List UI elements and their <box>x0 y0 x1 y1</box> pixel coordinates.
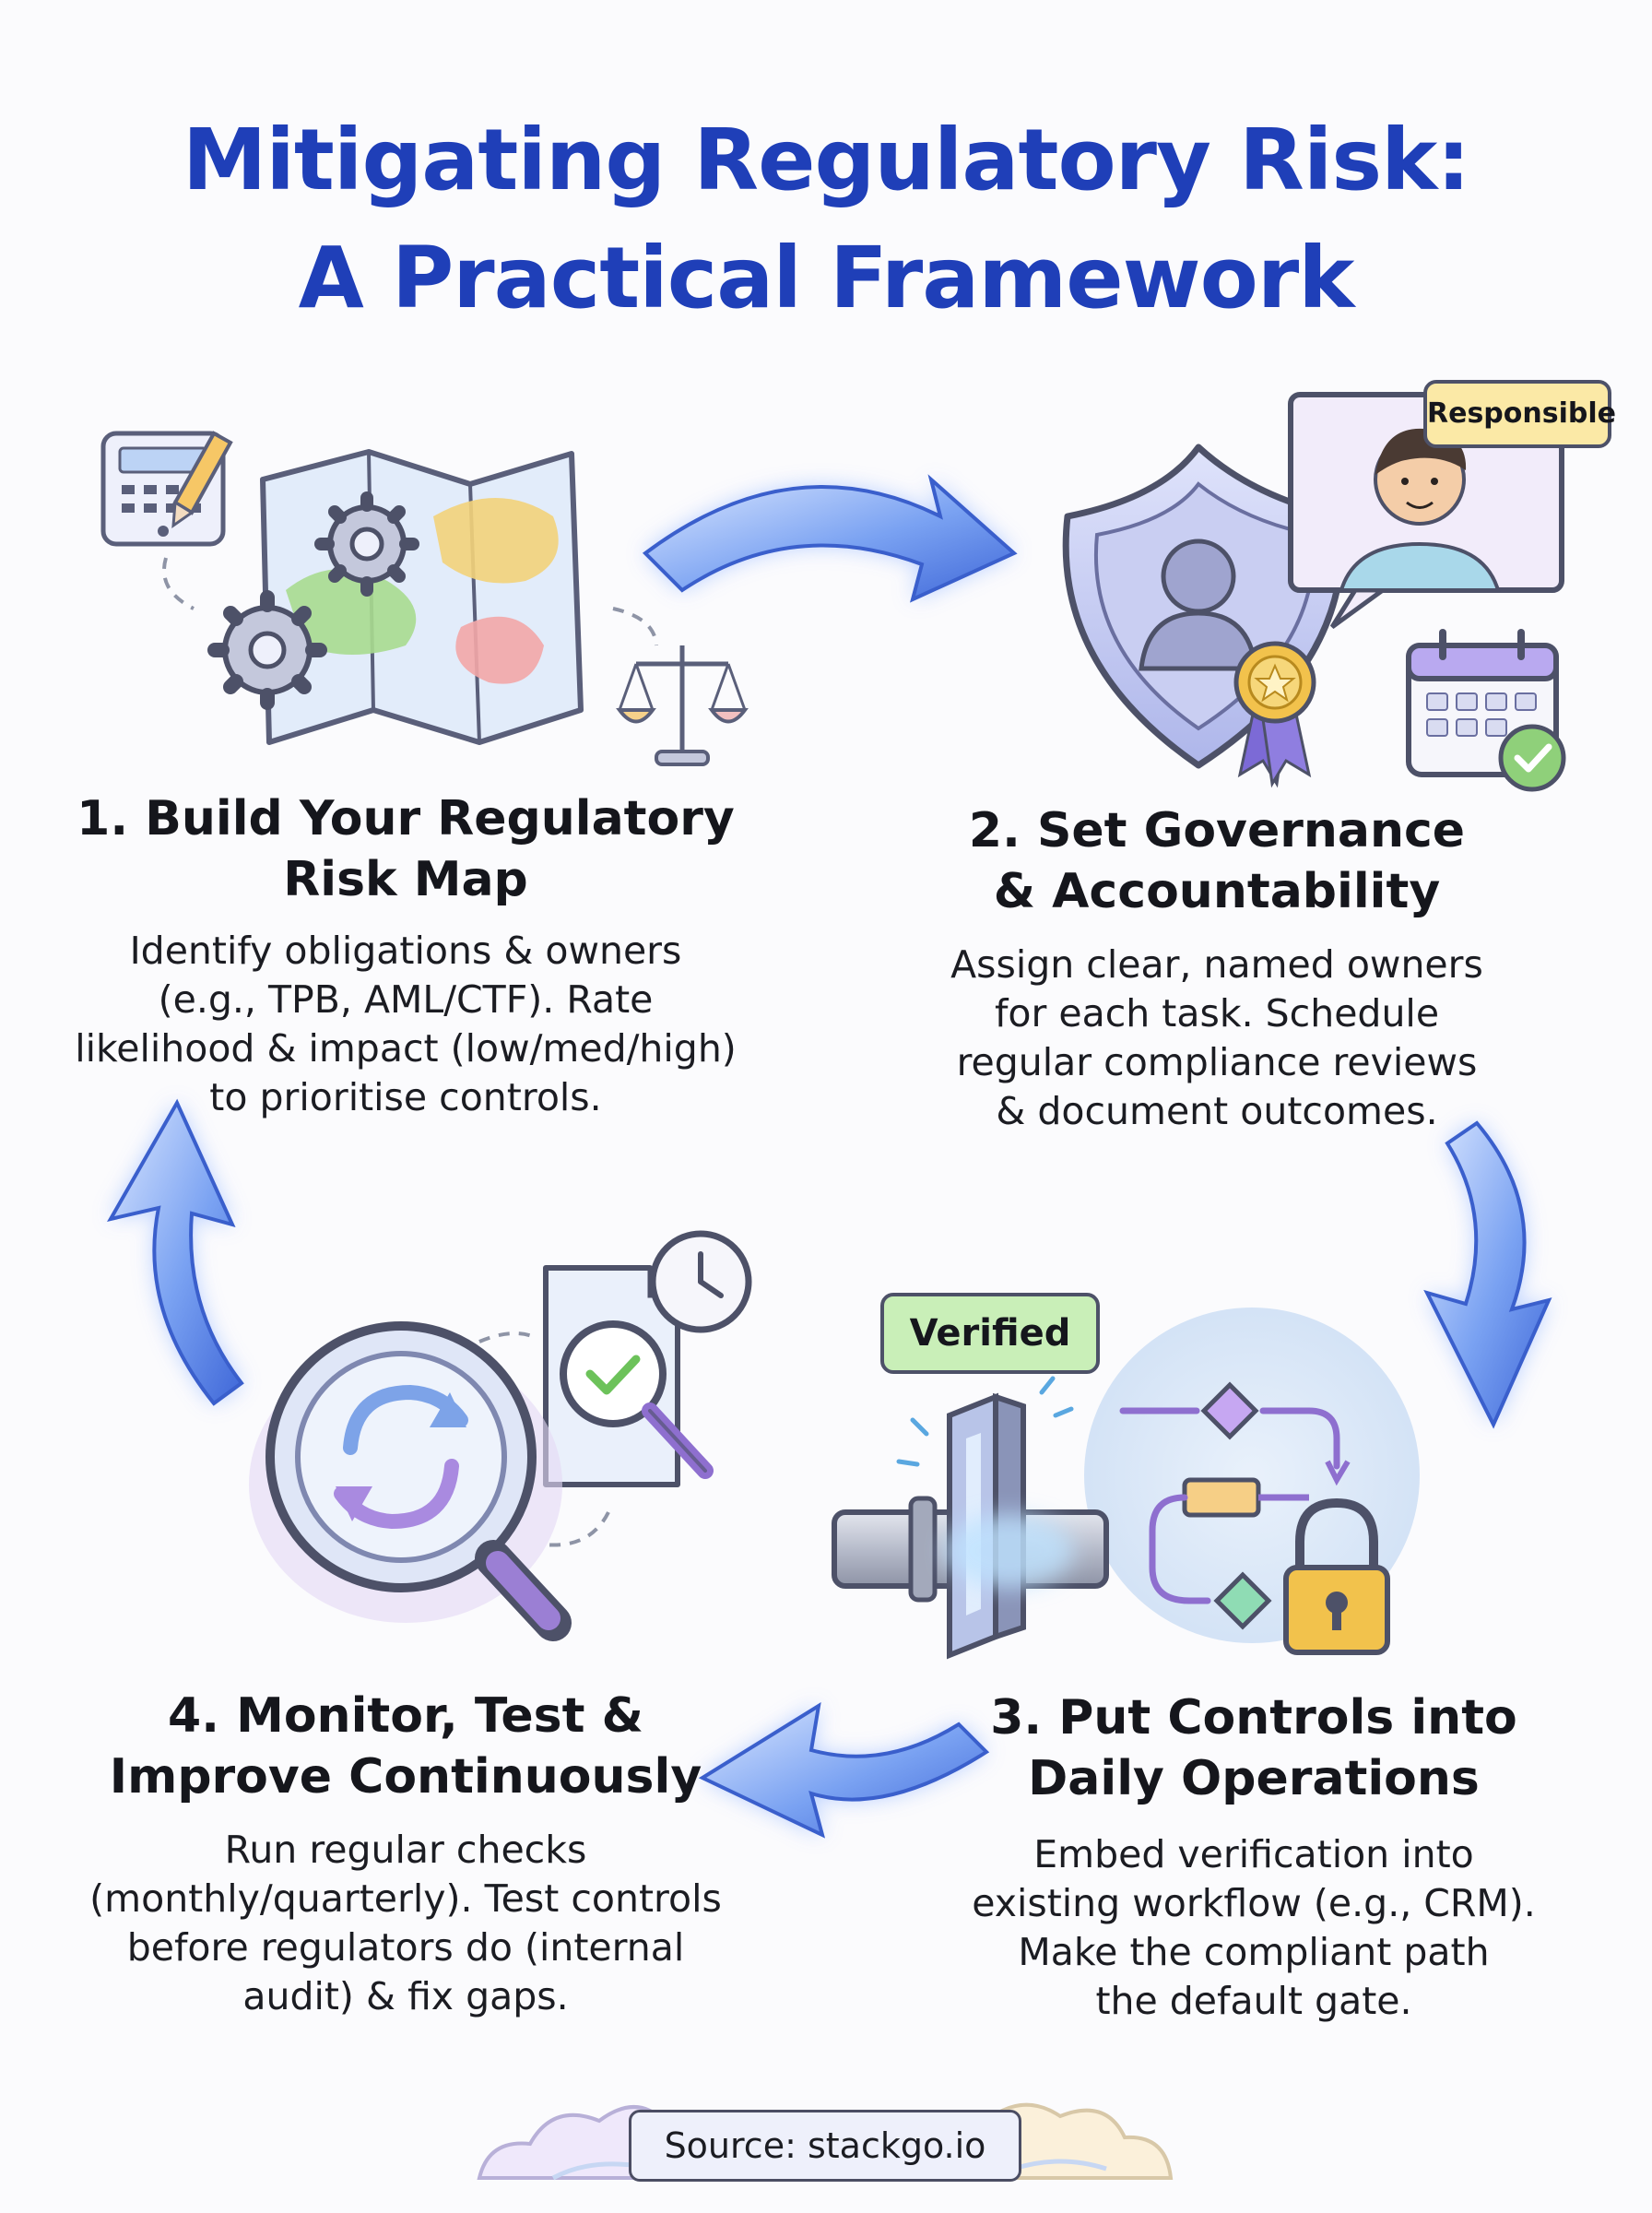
calendar-check-icon <box>1406 629 1566 792</box>
workflow-diagram-icon <box>1084 1308 1420 1643</box>
step-4-heading: 4. Monitor, Test & Improve Continuously <box>109 1688 702 1805</box>
footer-clouds <box>477 2102 1174 2181</box>
gear-icon <box>207 491 419 710</box>
step-3-heading: 3. Put Controls into Daily Operations <box>990 1690 1517 1806</box>
source-label: Source: stackgo.io <box>629 2110 1021 2182</box>
arrow-right-icon <box>642 474 1018 603</box>
magnifier-refresh-icon <box>249 1321 572 1641</box>
arrow-left-icon <box>698 1701 990 1839</box>
calculator-icon <box>100 431 226 547</box>
step-2-description: Assign clear, named owners for each task… <box>950 942 1483 1133</box>
arrow-down-icon <box>1423 1120 1552 1429</box>
arrow-up-icon <box>106 1098 244 1406</box>
responsible-callout: Responsible <box>1423 380 1616 448</box>
step-2-heading: 2. Set Governance & Accountability <box>968 803 1466 919</box>
step-4-description: Run regular checks (monthly/quarterly). … <box>89 1828 722 2018</box>
padlock-icon <box>1283 1497 1390 1655</box>
title-line-2: A Practical Framework <box>298 229 1355 327</box>
pipeline-gate-icon <box>832 1376 1109 1660</box>
step-1-description: Identify obligations & owners (e.g., TPB… <box>75 929 737 1119</box>
folded-map-icon <box>260 449 584 745</box>
award-badge-icon <box>1233 641 1316 788</box>
step-1-heading: 1. Build Your Regulatory Risk Map <box>77 791 735 907</box>
title-line-1: Mitigating Regulatory Risk: <box>182 111 1470 209</box>
page-title: Mitigating Regulatory Risk: A Practical … <box>0 101 1652 337</box>
verified-callout: Verified <box>880 1293 1100 1374</box>
clock-icon <box>649 1230 752 1333</box>
step-3-description: Embed verification into existing workflo… <box>972 1832 1536 2023</box>
pencil-icon <box>171 431 233 529</box>
scales-icon <box>616 645 749 766</box>
